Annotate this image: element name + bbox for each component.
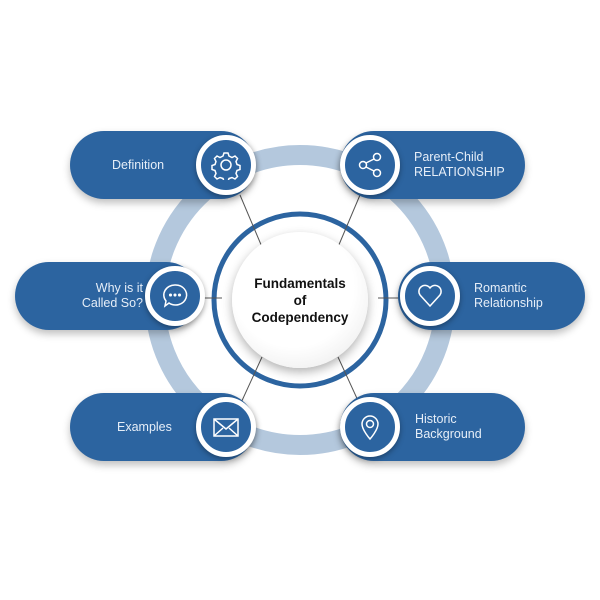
gear-icon: [196, 135, 256, 195]
node-label: Background: [415, 427, 482, 441]
node-label: Examples: [117, 419, 172, 434]
share-icon: [340, 135, 400, 195]
node-label: Definition: [112, 157, 165, 172]
chat-bubble-icon: [145, 266, 205, 326]
node-examples: Examples: [70, 393, 256, 461]
node-label: Romantic: [474, 281, 527, 295]
title-line: Codependency: [251, 309, 349, 325]
node-label: Relationship: [474, 296, 543, 310]
title-line: of: [293, 292, 307, 308]
node-label: Why is it: [95, 281, 143, 295]
node-label: Called So?: [81, 296, 143, 310]
node-label: RELATIONSHIP: [414, 165, 505, 179]
node-definition: Definition: [70, 131, 256, 199]
node-label: Parent-Child: [414, 150, 484, 164]
inner-ring: [211, 211, 389, 389]
title-line: Fundamentals: [254, 275, 346, 291]
location-pin-icon: [340, 397, 400, 457]
node-label: Historic: [415, 412, 457, 426]
heart-icon: [400, 266, 460, 326]
envelope-icon: [196, 397, 256, 457]
